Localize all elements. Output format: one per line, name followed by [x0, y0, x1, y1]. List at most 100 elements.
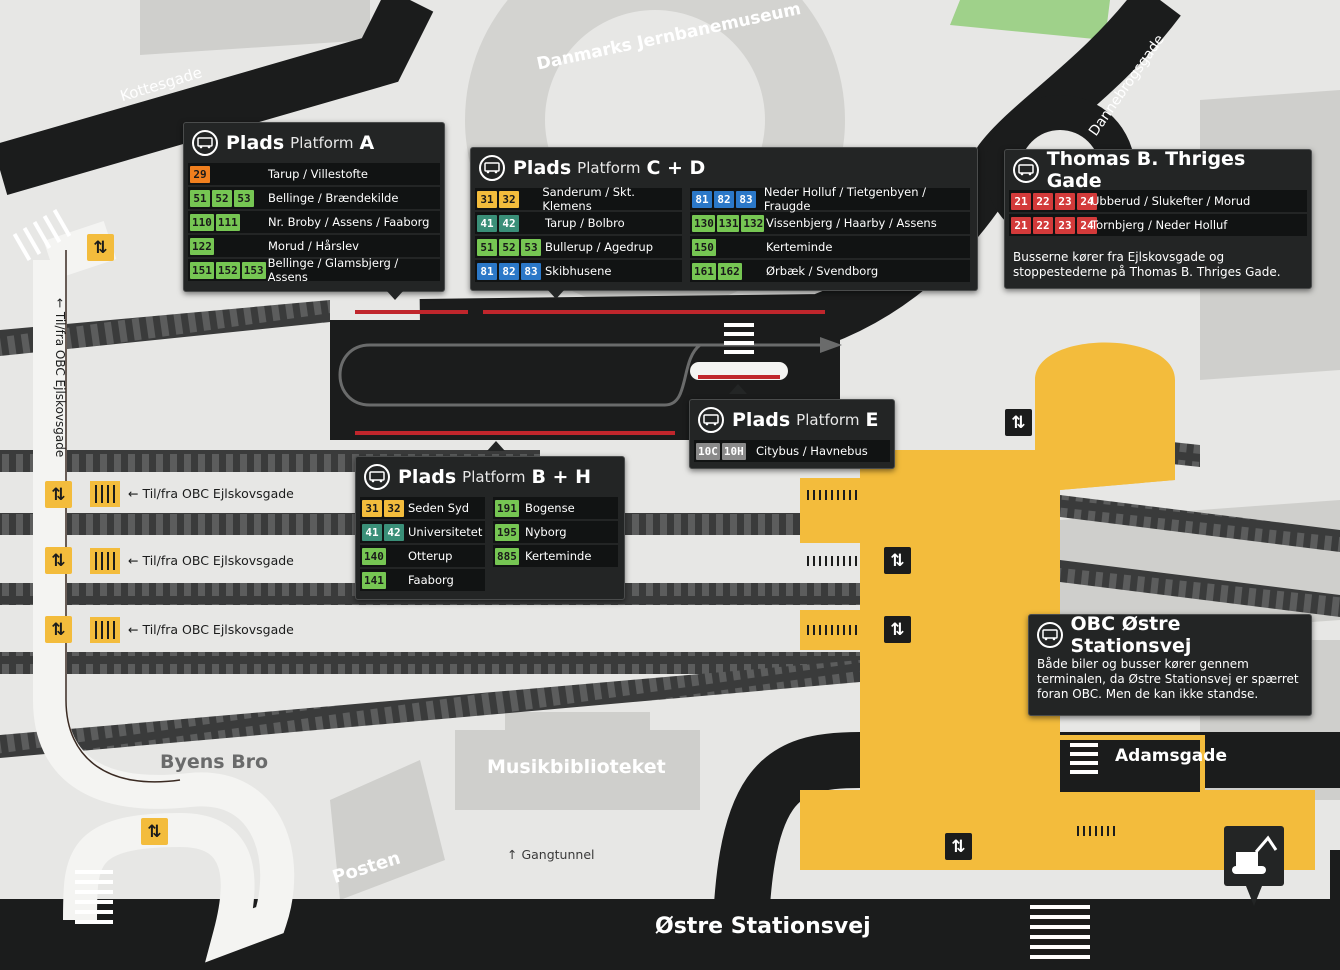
obc-ostre-callout[interactable]: OBC Østre Stationsvej Både biler og buss…	[1028, 613, 1312, 716]
left-arrow-icon: ←	[128, 553, 143, 568]
platform-bh-title-sub: Platform	[462, 468, 526, 486]
route-number-badge: 23	[1055, 192, 1075, 210]
obc-note-line2: terminalen, da Østre Stationsvej er spær…	[1037, 672, 1299, 686]
route-number-badge: 140	[362, 547, 386, 565]
platform-e-title-letter: E	[865, 409, 879, 431]
route-number-badge: 42	[499, 214, 519, 232]
route-number-badge: 51	[190, 189, 210, 207]
route-destination: Morud / Hårslev	[268, 239, 359, 253]
bus-icon	[1037, 622, 1063, 648]
platform-a-title-sub: Platform	[290, 134, 354, 152]
route-destination: Sanderum / Skt. Klemens	[542, 185, 635, 213]
route-row: 122 Morud / Hårslev	[188, 235, 440, 257]
route-destination: Seden Syd	[408, 501, 470, 515]
thriges-note-line1: Busserne kører fra Ejlskovsgade og	[1013, 250, 1225, 264]
route-badges: 885	[493, 545, 523, 567]
elevator-icon: ⇅	[141, 818, 168, 845]
route-number-badge: 41	[362, 523, 382, 541]
route-number-badge: 191	[495, 499, 519, 517]
obc-note-line3: foran OBC. Men de kan ikke standse.	[1037, 687, 1259, 701]
stairs-lines	[95, 485, 1115, 836]
route-number-badge: 152	[215, 261, 240, 279]
street-ostre-stationsvej: Østre Stationsvej	[655, 914, 871, 939]
thriges-header: Thomas B. Thriges Gade	[1005, 148, 1311, 192]
route-destination: Citybus / Havnebus	[756, 444, 868, 458]
route-number-badge: 31	[477, 190, 497, 208]
route-destination: Tornbjerg / Neder Holluf	[1091, 218, 1228, 232]
label-musikbiblioteket: Musikbiblioteket	[487, 756, 666, 778]
thriges-title: Thomas B. Thriges Gade	[1046, 148, 1246, 192]
bus-icon	[364, 464, 390, 490]
street-adamsgade: Adamsgade	[1115, 746, 1227, 766]
route-number-badge: 195	[495, 523, 519, 541]
route-destination: Kerteminde	[766, 240, 833, 254]
platform-bh-title-letter: B + H	[531, 466, 591, 488]
route-number-badge: 29	[190, 165, 210, 183]
route-number-badge: 885	[495, 547, 519, 565]
obc-header: OBC Østre Stationsvej	[1029, 613, 1311, 657]
route-destination: Nyborg	[525, 525, 567, 539]
elevator-icon: ⇅	[45, 616, 72, 643]
route-number-badge: 83	[736, 190, 756, 208]
elevator-icon: ⇅	[884, 547, 911, 574]
route-destination: Bullerup / Agedrup	[545, 240, 654, 254]
route-number-badge: 131	[716, 214, 740, 232]
route-number-badge: 53	[521, 238, 541, 256]
route-number-badge: 32	[384, 499, 404, 517]
route-number-badge: 161	[692, 262, 716, 280]
terminal-crosswalk	[724, 323, 754, 354]
route-number-badge: 82	[499, 262, 519, 280]
route-badges: 191	[493, 497, 523, 519]
park	[950, 0, 1110, 40]
bus-icon	[698, 407, 724, 433]
route-number-badge: 150	[692, 238, 716, 256]
route-number-badge: 24	[1077, 216, 1097, 234]
bus-terminal-loop	[330, 320, 840, 440]
route-destination: Ørbæk / Svendborg	[766, 264, 879, 278]
route-number-badge: 83	[521, 262, 541, 280]
up-arrow-icon: ←	[53, 298, 67, 309]
bus-icon	[192, 130, 218, 156]
track-label-3: ← Til/fra OBC Ejlskovsgade	[128, 622, 294, 637]
route-number-badge: 10C	[696, 442, 720, 460]
route-number-badge: 122	[190, 237, 214, 255]
platform-bh-header: Plads Platform B + H	[356, 457, 624, 497]
walkway-label-vertical: ← Til/fra OBC Ejlskovsgade	[53, 298, 67, 457]
route-number-badge: 21	[1011, 216, 1031, 234]
route-number-badge: 110	[190, 213, 214, 231]
excavator-icon	[1224, 826, 1284, 906]
route-number-badge: 130	[692, 214, 715, 232]
route-badges: 140	[360, 545, 406, 567]
route-destination: Tarup / Bolbro	[545, 216, 625, 230]
route-number-badge: 24	[1077, 192, 1097, 210]
label-gangtunnel: ↑ Gangtunnel	[507, 847, 595, 862]
elevator-icon: ⇅	[945, 833, 972, 860]
route-destination: Otterup	[408, 549, 453, 563]
walkway-label-text: Til/fra OBC Ejlskovsgade	[53, 311, 67, 458]
platform-e-header: Plads Platform E	[690, 400, 894, 440]
